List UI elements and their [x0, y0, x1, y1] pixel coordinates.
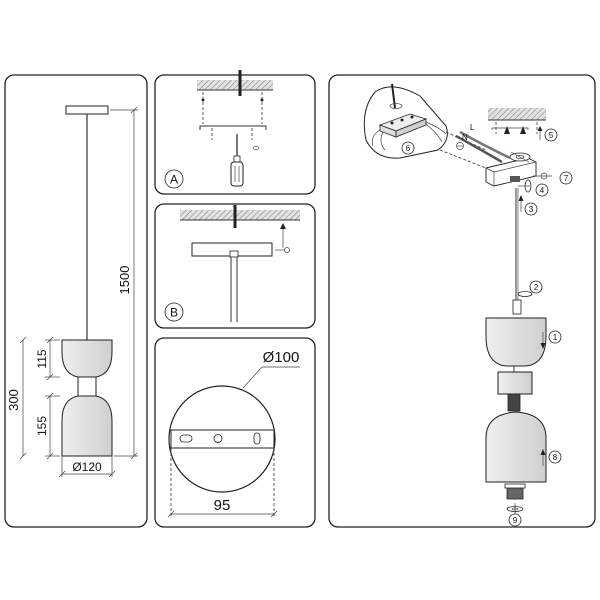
canopy-diameter-label: Ø100 [263, 349, 300, 366]
step-badge-8: 8 [548, 450, 562, 464]
body-height-dimension: 300 [6, 336, 27, 460]
svg-text:3: 3 [529, 205, 534, 214]
lamp-lower-shade [61, 395, 113, 457]
screwdriver-icon [230, 134, 244, 187]
panel-a: A [154, 70, 316, 195]
dimension-panel: 1500 300 115 155 [4, 74, 148, 528]
wiring-detail [363, 83, 487, 169]
canopy-panel: Ø100 95 [154, 337, 316, 528]
step-badge-6: 6 [401, 141, 415, 155]
svg-text:6: 6 [406, 144, 411, 153]
step-badge-1: 1 [548, 330, 562, 344]
step-badges: 1 2 3 4 5 6 7 8 [401, 128, 573, 527]
wire-label-neutral: N [462, 133, 468, 142]
diameter-dimension: Ø120 [58, 456, 116, 478]
upper-height-dimension: 115 [35, 336, 60, 381]
lamp-lower-shade [485, 411, 547, 483]
step-badge-5: 5 [544, 128, 558, 142]
lower-height-label: 155 [35, 416, 49, 436]
svg-text:4: 4 [540, 186, 545, 195]
svg-text:7: 7 [564, 174, 569, 183]
canopy [65, 105, 109, 115]
mount-distance-label: 95 [214, 497, 231, 514]
lamp-connector [77, 376, 97, 397]
ceiling-hatch [180, 210, 300, 220]
svg-text:2: 2 [534, 283, 539, 292]
step-badge-3: 3 [524, 202, 538, 216]
panel-b-badge [164, 302, 184, 322]
step-badge-2: 2 [529, 280, 543, 294]
panel-a-label: A [170, 173, 178, 187]
lower-height-dimension: 155 [35, 392, 60, 460]
ceiling-hatch [197, 80, 273, 90]
mounting-strip [170, 429, 275, 449]
assembly-panel: L N [328, 74, 596, 528]
svg-text:8: 8 [553, 453, 558, 462]
diameter-label: Ø120 [72, 460, 102, 474]
svg-text:1: 1 [553, 333, 558, 342]
step-badge-4: 4 [535, 183, 549, 197]
panel-b: B [154, 203, 316, 329]
lamp-upper-shade [485, 317, 547, 367]
step-badge-9: 9 [508, 513, 522, 527]
svg-text:5: 5 [549, 131, 554, 140]
total-height-dimension: 1500 [110, 106, 138, 460]
svg-text:9: 9 [513, 516, 518, 525]
lamp-upper-shade [61, 339, 113, 378]
body-height-label: 300 [6, 389, 21, 411]
total-height-label: 1500 [117, 266, 132, 295]
wire-label-live: L [470, 123, 475, 132]
panel-a-badge [164, 169, 184, 189]
panel-b-label: B [170, 306, 178, 320]
ceiling-hatch [488, 108, 546, 120]
ground-icon [456, 142, 464, 150]
bulb-cap [506, 486, 524, 500]
upper-height-label: 115 [35, 349, 49, 368]
lamp-holder [497, 371, 533, 395]
step-badge-7: 7 [559, 171, 573, 185]
